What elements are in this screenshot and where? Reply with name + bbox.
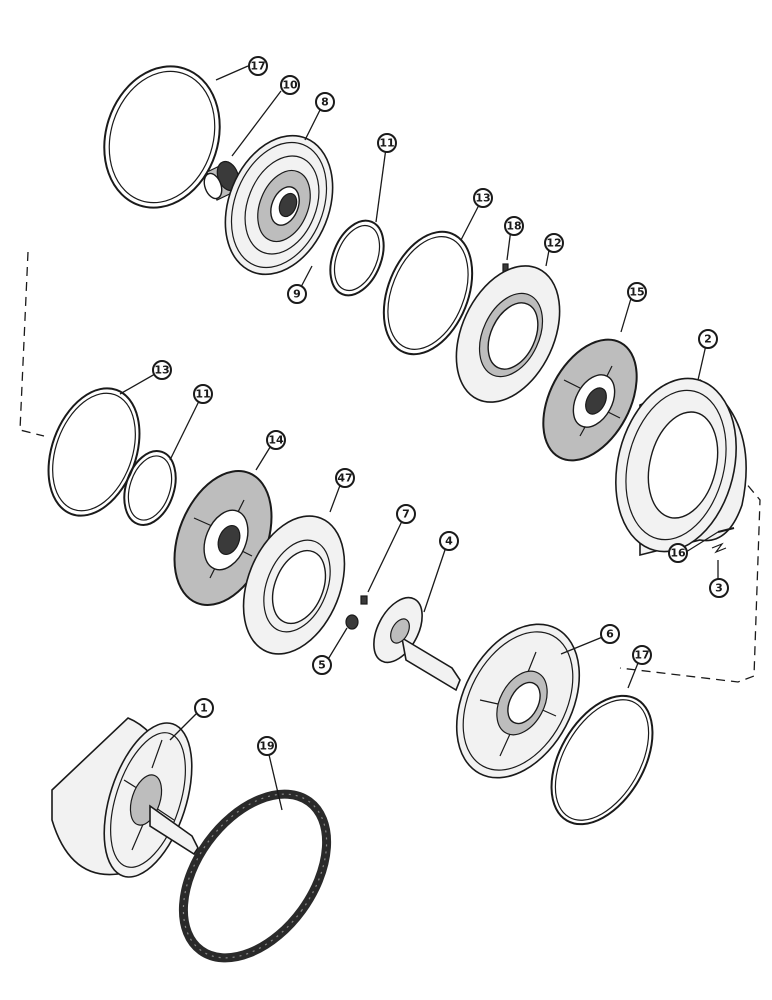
svg-text:2: 2 bbox=[704, 333, 712, 346]
callout-13-lower: 13 bbox=[152, 360, 172, 380]
part-17-snap-ring-lower bbox=[550, 694, 654, 826]
part-4-hub-shaft bbox=[373, 596, 461, 692]
svg-text:5: 5 bbox=[318, 659, 326, 672]
svg-text:15: 15 bbox=[629, 286, 644, 299]
svg-text:16: 16 bbox=[670, 547, 686, 560]
callout-13-upper: 13 bbox=[473, 188, 493, 208]
callout-5: 5 bbox=[312, 655, 332, 675]
part-6-piston bbox=[455, 623, 581, 779]
svg-text:7: 7 bbox=[402, 508, 410, 521]
svg-text:11: 11 bbox=[379, 137, 394, 150]
callout-17-lower: 17 bbox=[632, 645, 652, 665]
svg-text:18: 18 bbox=[506, 220, 521, 233]
part-7-pin bbox=[360, 595, 368, 605]
svg-text:13: 13 bbox=[154, 364, 169, 377]
svg-text:4: 4 bbox=[445, 535, 453, 548]
callout-16: 16 bbox=[668, 543, 688, 563]
svg-text:17: 17 bbox=[634, 649, 649, 662]
callout-6: 6 bbox=[600, 624, 620, 644]
svg-text:47: 47 bbox=[337, 472, 352, 485]
part-13-seal-ring-lower bbox=[47, 387, 141, 517]
callout-11-lower: 11 bbox=[193, 384, 213, 404]
svg-text:14: 14 bbox=[268, 434, 284, 447]
callout-19: 19 bbox=[257, 736, 277, 756]
callout-8: 8 bbox=[315, 92, 335, 112]
svg-text:9: 9 bbox=[293, 288, 301, 301]
part-11-seal-ring-lower bbox=[123, 450, 177, 526]
part-13-seal-ring-upper bbox=[382, 230, 474, 356]
part-15-friction-disc bbox=[542, 338, 638, 462]
svg-text:12: 12 bbox=[546, 237, 561, 250]
svg-text:13: 13 bbox=[475, 192, 490, 205]
svg-text:3: 3 bbox=[715, 582, 723, 595]
part-2-clutch-drum bbox=[615, 377, 747, 557]
svg-text:8: 8 bbox=[321, 96, 329, 109]
part-14-friction-disc bbox=[173, 470, 273, 606]
callout-11-upper: 11 bbox=[377, 133, 397, 153]
callout-17-upper: 17 bbox=[248, 56, 268, 76]
callout-14: 14 bbox=[266, 430, 286, 450]
part-12-pressure-plate bbox=[455, 265, 561, 403]
svg-text:10: 10 bbox=[282, 79, 298, 92]
callout-3: 3 bbox=[709, 578, 729, 598]
part-17-snap-ring-upper bbox=[103, 65, 221, 209]
svg-text:17: 17 bbox=[250, 60, 265, 73]
svg-text:19: 19 bbox=[259, 740, 274, 753]
part-19-gasket bbox=[178, 789, 332, 963]
callout-1: 1 bbox=[194, 698, 214, 718]
part-8-cover-plate bbox=[224, 134, 334, 276]
callout-9: 9 bbox=[287, 284, 307, 304]
callout-12: 12 bbox=[544, 233, 564, 253]
callout-7: 7 bbox=[396, 504, 416, 524]
svg-text:11: 11 bbox=[195, 388, 210, 401]
part-47-backing-plate bbox=[242, 515, 346, 655]
callout-15: 15 bbox=[627, 282, 647, 302]
callout-4: 4 bbox=[439, 531, 459, 551]
callout-18: 18 bbox=[504, 216, 524, 236]
part-3-spring bbox=[711, 542, 727, 554]
part-11-seal-ring-upper bbox=[329, 219, 385, 297]
callout-2: 2 bbox=[698, 329, 718, 349]
callout-10: 10 bbox=[280, 75, 300, 95]
part-5-bushing bbox=[345, 614, 359, 630]
svg-text:6: 6 bbox=[606, 628, 614, 641]
svg-text:1: 1 bbox=[200, 702, 208, 715]
part-16-pin bbox=[717, 527, 735, 533]
part-1-clutch-housing bbox=[51, 717, 199, 878]
callout-47: 47 bbox=[335, 468, 355, 488]
